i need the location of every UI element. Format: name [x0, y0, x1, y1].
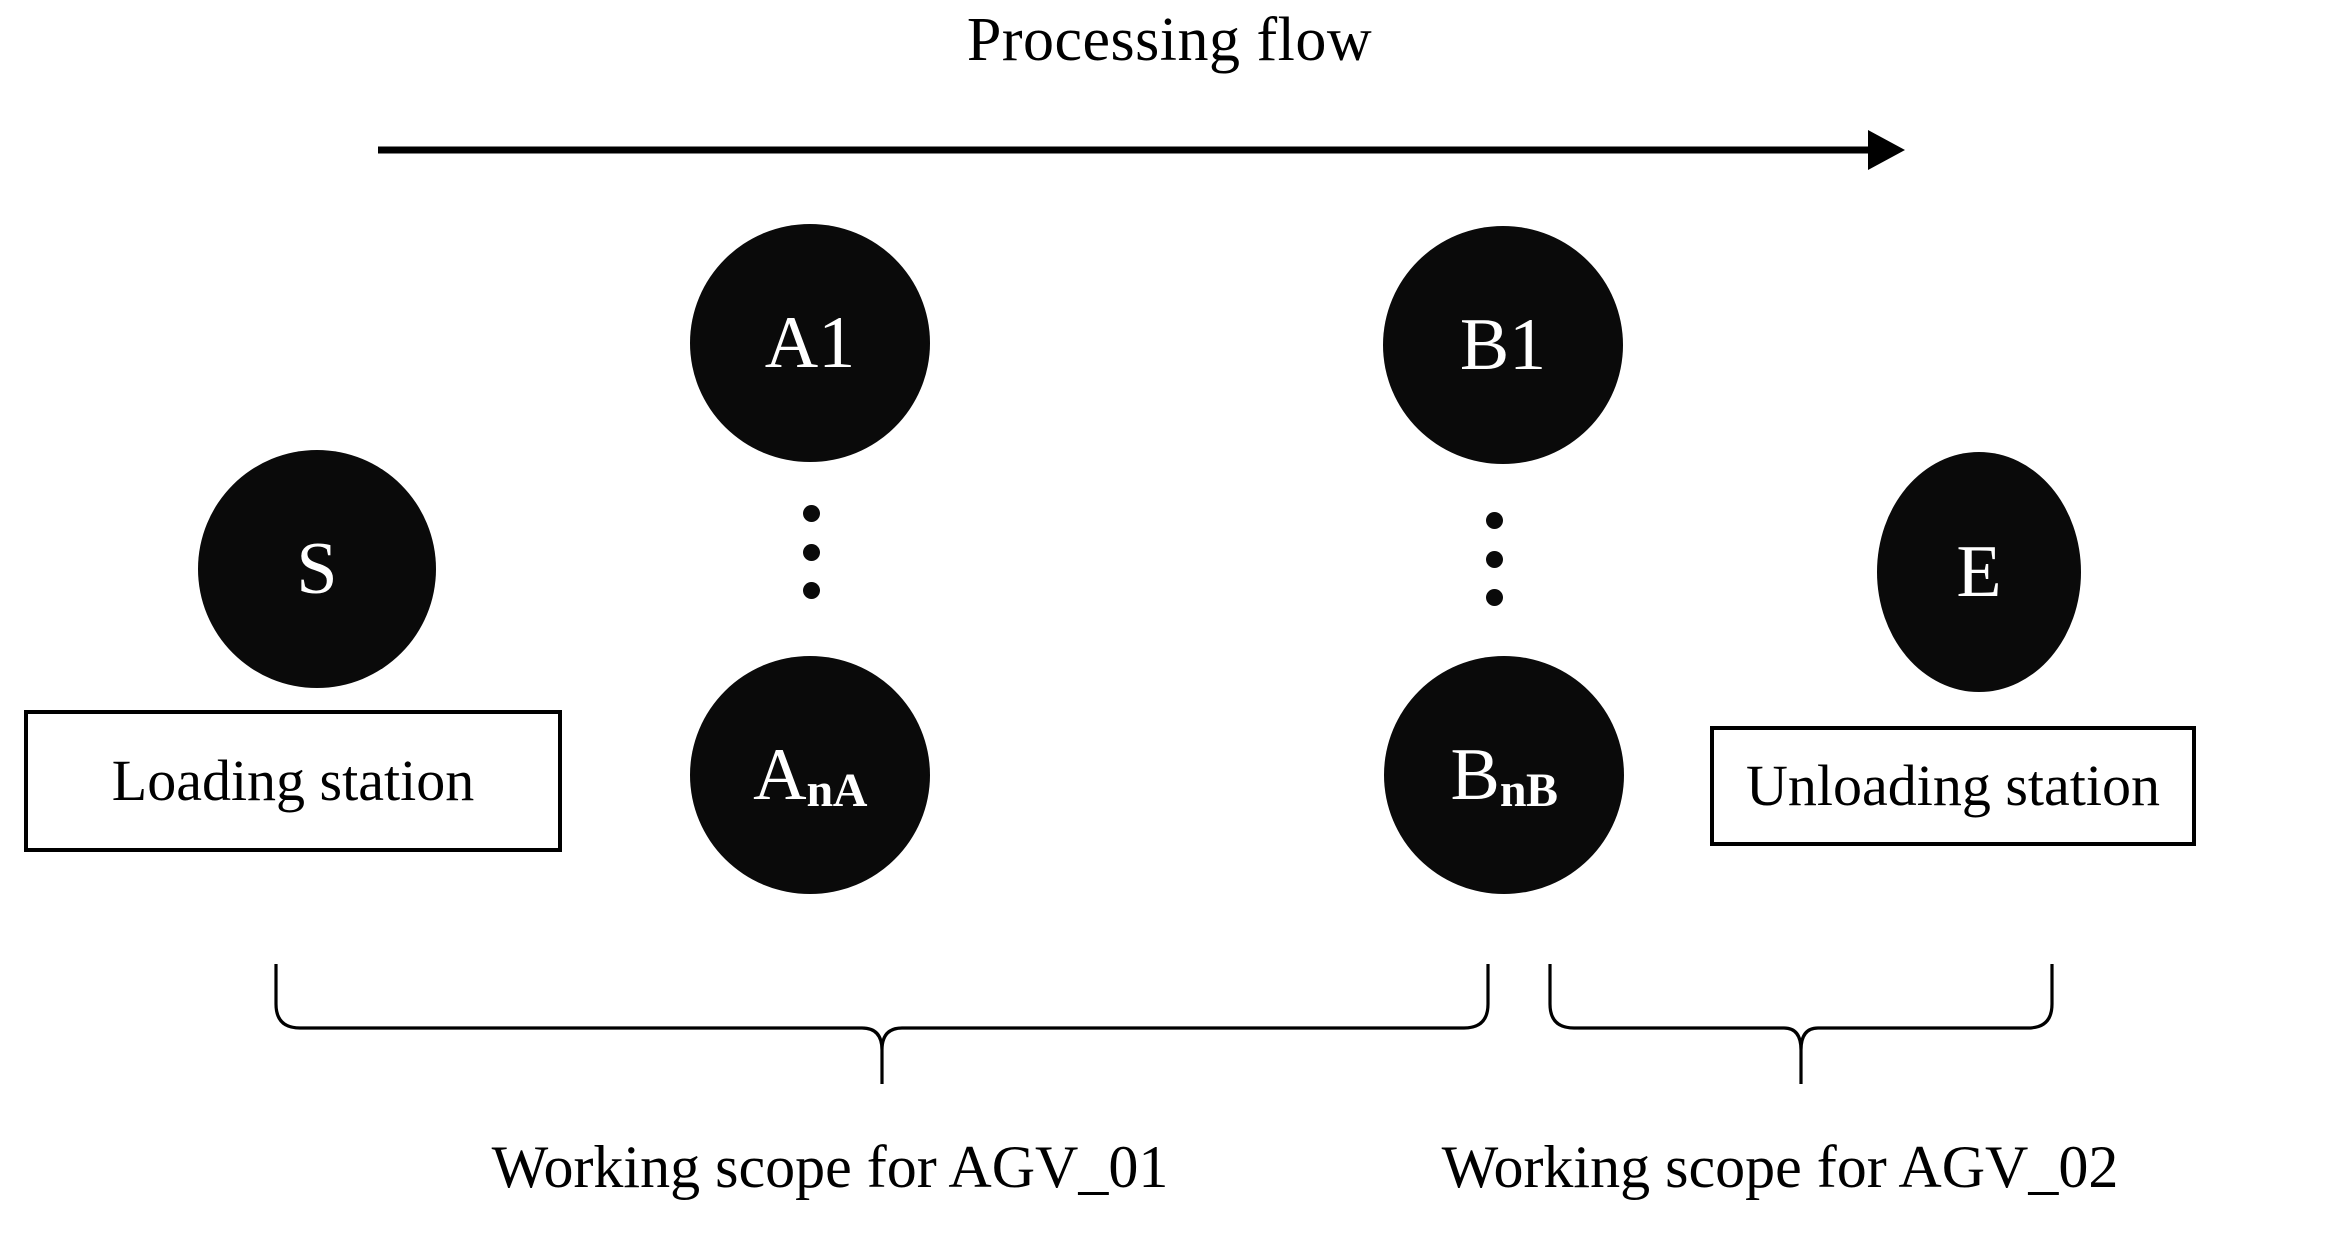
node-s-label: S	[296, 528, 338, 610]
node-s[interactable]: S	[198, 450, 436, 688]
dot-icon	[1485, 589, 1503, 606]
brace-agv-01	[262, 958, 1502, 1088]
brace-agv-02	[1536, 958, 2066, 1088]
unloading-station-label: Unloading station	[1745, 753, 2160, 818]
unloading-station-box: Unloading station	[1710, 726, 2196, 846]
processing-flow-arrow	[370, 118, 1910, 182]
node-b1[interactable]: B1	[1383, 226, 1623, 464]
loading-station-label: Loading station	[111, 748, 475, 813]
vertical-ellipsis-icon-column-b	[1484, 512, 1504, 606]
node-a1-label: A1	[764, 302, 856, 384]
node-e-label: E	[1956, 531, 2002, 613]
node-b-nb-subscript: nB	[1499, 764, 1558, 817]
vertical-ellipsis-icon-column-a	[801, 505, 821, 599]
node-a-na-base: A	[753, 734, 807, 816]
scope-caption-agv-01: Working scope for AGV_01	[491, 1134, 1169, 1200]
scope-caption-agv-02: Working scope for AGV_02	[1441, 1134, 2119, 1200]
dot-icon	[802, 582, 820, 599]
dot-icon	[802, 543, 820, 561]
dot-icon	[1485, 550, 1503, 568]
page-title: Processing flow	[966, 6, 1373, 74]
node-a1[interactable]: A1	[690, 224, 930, 462]
dot-icon	[1485, 512, 1503, 529]
node-a-na-subscript: nA	[806, 764, 868, 817]
dot-icon	[802, 505, 820, 522]
loading-station-box: Loading station	[24, 710, 562, 852]
node-b-nb-base: B	[1450, 734, 1500, 816]
node-b1-label: B1	[1459, 304, 1547, 386]
node-e[interactable]: E	[1877, 452, 2081, 692]
